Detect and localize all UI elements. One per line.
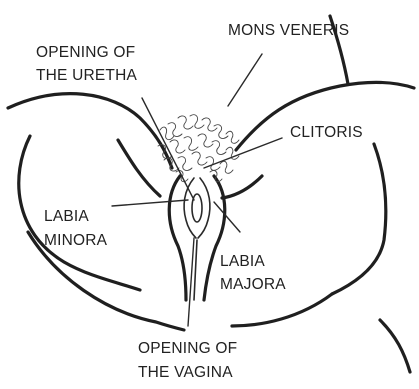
label-opening-urethra-line1: OPENING OF <box>36 44 135 61</box>
leader-vagina <box>188 238 194 326</box>
label-labia-minora-line1: LABIA <box>44 208 89 225</box>
pubic-hair <box>158 115 239 182</box>
leader-mons <box>228 54 262 106</box>
label-labia-minora-line2: MINORA <box>44 232 108 249</box>
label-opening-vagina-line2: THE VAGINA <box>138 364 233 381</box>
label-labia-majora-line1: LABIA <box>220 253 265 270</box>
leader-labia-majora <box>214 202 240 232</box>
label-mons-veneris: MONS VENERIS <box>228 22 349 39</box>
leader-labia-minora <box>112 200 188 206</box>
label-opening-vagina-line1: OPENING OF <box>138 340 237 357</box>
label-clitoris: CLITORIS <box>290 124 363 141</box>
label-opening-urethra-line2: THE URETHA <box>36 67 137 84</box>
label-labia-majora-line2: MAJORA <box>220 276 286 293</box>
